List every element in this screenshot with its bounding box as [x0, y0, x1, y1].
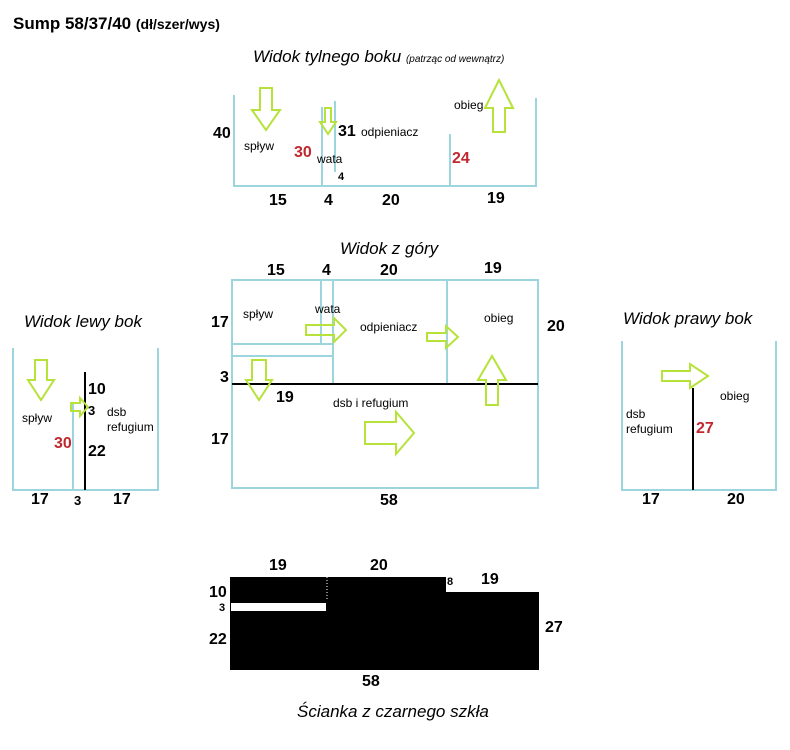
top-view-gap-3: 3	[220, 369, 229, 386]
page-title-main: Sump 58/37/40	[13, 14, 132, 33]
left-view-dsb-label: dsb	[107, 405, 127, 419]
black-glass-top-19: 19	[269, 557, 287, 574]
back-view-obieg-up-arrow	[483, 77, 515, 133]
right-view-refugium-label: refugium	[626, 422, 673, 436]
top-view-dsb-right-arrow	[364, 409, 416, 457]
right-view-width-20: 20	[727, 491, 745, 508]
back-view-gap: 4	[338, 171, 345, 183]
back-view-wata-label: wata	[317, 152, 343, 166]
page-title-unit: (dł/szer/wys)	[135, 16, 220, 32]
right-view-width-17: 17	[642, 491, 660, 508]
top-view-obieg-up-arrow	[476, 354, 508, 406]
black-glass-step-8: 8	[447, 576, 454, 588]
top-view-depth-left: 17	[211, 314, 229, 331]
top-view-width-4: 4	[322, 262, 331, 279]
back-view-splyw-down-arrow	[250, 87, 282, 132]
top-view-wata-label: wata	[315, 302, 341, 316]
back-view-height: 40	[213, 125, 231, 142]
back-view-splyw-label: spływ	[244, 139, 275, 153]
right-view-dsb-label: dsb	[626, 407, 646, 421]
top-view-width-19: 19	[484, 260, 502, 277]
left-view-width-3: 3	[74, 493, 82, 508]
back-view-heading-text: Widok tylnego boku	[253, 47, 402, 66]
black-glass-caption: Ścianka z czarnego szkła	[297, 702, 489, 721]
top-view-odpieniacz-label: odpieniacz	[360, 320, 418, 334]
back-view-glass-outline	[233, 95, 537, 187]
left-view-top-10: 10	[88, 381, 106, 398]
black-glass-height-10: 10	[209, 584, 227, 601]
top-view-dsb-label: dsb i refugium	[333, 396, 409, 410]
right-view-glass-outline	[621, 341, 777, 491]
back-view-wata-wall-height: 30	[294, 144, 312, 161]
right-view-right-arrow	[661, 362, 710, 390]
top-view-odpieniacz-right-arrow	[426, 323, 460, 351]
black-glass-right-19: 19	[481, 571, 499, 588]
black-glass-shape	[230, 577, 539, 670]
top-view-total-length: 58	[380, 492, 398, 509]
right-view-height-27: 27	[696, 420, 714, 437]
top-view-width-20: 20	[380, 262, 398, 279]
back-view-width-19: 19	[487, 190, 505, 207]
top-view-inner-19: 19	[276, 389, 294, 406]
back-view-obieg-wall-height: 24	[452, 150, 470, 167]
black-glass-height-3: 3	[219, 602, 226, 614]
back-view-odpieniacz-label: odpieniacz	[361, 125, 419, 139]
top-view-depth-right: 20	[547, 318, 565, 335]
left-view-width-17-right: 17	[113, 491, 131, 508]
back-view-heading: Widok tylnego boku (patrząc od wewnątrz)	[253, 48, 504, 65]
black-glass-top-20: 20	[370, 557, 388, 574]
back-view-width-4: 4	[324, 192, 333, 209]
black-glass-gap-3	[231, 603, 326, 611]
back-view-width-15: 15	[269, 192, 287, 209]
right-view-heading: Widok prawy bok	[623, 309, 753, 328]
left-view-height-22: 22	[88, 443, 106, 460]
left-view-heading: Widok lewy bok	[24, 312, 142, 331]
left-view-refugium-label: refugium	[107, 420, 154, 434]
black-glass-height-27: 27	[545, 619, 563, 636]
top-view-splyw-down-arrow	[244, 359, 274, 402]
left-view-width-17-left: 17	[31, 491, 49, 508]
back-view-width-20: 20	[382, 192, 400, 209]
right-view-obieg-label: obieg	[720, 389, 750, 403]
black-glass-height-22: 22	[209, 631, 227, 648]
top-view-splyw-label: spływ	[243, 307, 274, 321]
black-glass-width-58: 58	[362, 673, 380, 690]
left-view-height-30: 30	[54, 435, 72, 452]
left-view-gap-3: 3	[88, 403, 96, 418]
top-view-obieg-label: obieg	[484, 311, 514, 325]
left-view-splyw-label: spływ	[22, 411, 53, 425]
left-view-splyw-down-arrow	[26, 359, 56, 402]
top-view-depth-lower: 17	[211, 431, 229, 448]
back-view-wata-down-arrow	[318, 107, 338, 136]
top-view-tank	[231, 279, 539, 489]
page-title: Sump 58/37/40 (dł/szer/wys)	[13, 15, 220, 32]
top-view-width-15: 15	[267, 262, 285, 279]
back-view-odpieniacz-height: 31	[338, 123, 356, 140]
top-view-heading: Widok z góry	[340, 239, 439, 258]
black-glass-panel	[230, 577, 539, 670]
left-view-tank	[12, 348, 159, 491]
right-view-tank	[621, 341, 777, 491]
back-view-obieg-label: obieg	[454, 98, 484, 112]
left-view-right-arrow	[70, 395, 90, 419]
back-view-heading-note: (patrząc od wewnątrz)	[405, 54, 505, 65]
top-view-wata-right-arrow	[305, 315, 348, 345]
back-view-tank	[233, 77, 537, 187]
